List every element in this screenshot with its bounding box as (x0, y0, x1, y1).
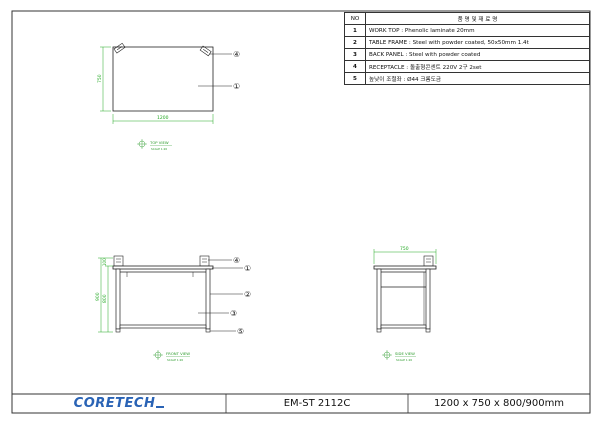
table-row: 4 RECEPTACLE : 돌출형콘센트 220V 2구 2set (344, 60, 590, 73)
table-row: 2 TABLE FRAME : Steel with powder coated… (344, 36, 590, 49)
leveler-foot-icon (115, 328, 121, 333)
receptacle-icon (113, 255, 124, 267)
logo-cell: CORETECH (12, 394, 226, 412)
front-leg-right (205, 268, 211, 330)
row-no: 2 (344, 36, 366, 49)
dim-900-front: 900 (95, 292, 101, 301)
callout-1-front: ① (244, 264, 251, 273)
front-worktop (112, 265, 214, 270)
row-desc: TABLE FRAME : Steel with powder coated, … (365, 36, 590, 49)
callout-2-front: ② (244, 290, 251, 299)
top-view-scale: SCALE 1:20 (151, 147, 167, 151)
row-desc: WORK TOP : Phenolic laminate 20mm (365, 24, 590, 37)
title-block: CORETECH EM-ST 2112C 1200 x 750 x 800/90… (12, 394, 590, 412)
row-desc: 높낮이 조절좌 : Ø44 크롬도금 (365, 72, 590, 85)
leveler-foot-icon (205, 328, 211, 333)
side-view-label: SIDE VIEW (395, 351, 415, 356)
model-number: EM-ST 2112C (283, 397, 351, 409)
leveler-foot-icon (425, 328, 431, 333)
table-row: 1 WORK TOP : Phenolic laminate 20mm (344, 24, 590, 37)
callout-5-front: ⑤ (237, 327, 244, 336)
table-row: 3 BACK PANEL : Steel with powder coated (344, 48, 590, 61)
side-bottom-rail (380, 324, 427, 329)
front-view-label: FRONT VIEW (166, 351, 190, 356)
receptacle-icon (423, 255, 434, 267)
dim-width-top: 1200 (157, 115, 169, 121)
callout-4-top: ④ (233, 50, 240, 59)
callout-1-top: ① (233, 82, 240, 91)
top-view-label: TOP VIEW (149, 140, 169, 145)
top-view-worktop (112, 46, 214, 112)
row-no: 1 (344, 24, 366, 37)
size-cell: 1200 x 750 x 800/900mm (408, 394, 590, 412)
leveler-foot-icon (376, 328, 382, 333)
header-description: 품 명 및 재 료 명 (365, 12, 590, 25)
side-worktop (373, 265, 437, 270)
front-view: 900 800 100 ④ ① ② ③ ⑤ FRONT VIEW SCALE 1… (95, 255, 251, 362)
receptacle-icon (199, 255, 210, 267)
front-view-scale: SCALE 1:20 (167, 358, 183, 362)
side-leg-back (425, 268, 431, 330)
dim-800-front: 800 (102, 294, 108, 303)
row-no: 5 (344, 72, 366, 85)
callout-4-front: ④ (233, 256, 240, 265)
top-view: ④ ① 1200 750 TOP VIEW SCALE 1:20 (97, 42, 240, 151)
parts-table: NO 품 명 및 재 료 명 1 WORK TOP : Phenolic lam… (344, 12, 590, 85)
receptacle-icon (113, 42, 126, 54)
sheet-border (11, 10, 591, 414)
dim-width-side: 750 (400, 246, 409, 252)
dimensions-text: 1200 x 750 x 800/900mm (433, 397, 565, 409)
row-desc: BACK PANEL : Steel with powder coated (365, 48, 590, 61)
front-bottom-rail (119, 324, 207, 329)
row-no: 4 (344, 60, 366, 73)
logo-underline-icon (156, 406, 165, 408)
callout-3-front: ③ (230, 309, 237, 318)
row-no: 3 (344, 48, 366, 61)
header-no: NO (344, 12, 366, 25)
front-leg-left (115, 268, 121, 330)
parts-table-header: NO 품 명 및 재 료 명 (344, 12, 590, 25)
coretech-logo: CORETECH (73, 395, 156, 411)
model-cell: EM-ST 2112C (226, 394, 408, 412)
dim-100-front: 100 (102, 258, 107, 266)
receptacle-icon (199, 45, 212, 57)
dim-depth-top: 750 (97, 74, 103, 83)
row-desc: RECEPTACLE : 돌출형콘센트 220V 2구 2set (365, 60, 590, 73)
side-view: 750 SIDE VIEW SCALE 1:20 (373, 246, 437, 362)
side-view-scale: SCALE 1:20 (396, 358, 412, 362)
table-row: 5 높낮이 조절좌 : Ø44 크롬도금 (344, 72, 590, 85)
side-leg-front (376, 268, 382, 330)
